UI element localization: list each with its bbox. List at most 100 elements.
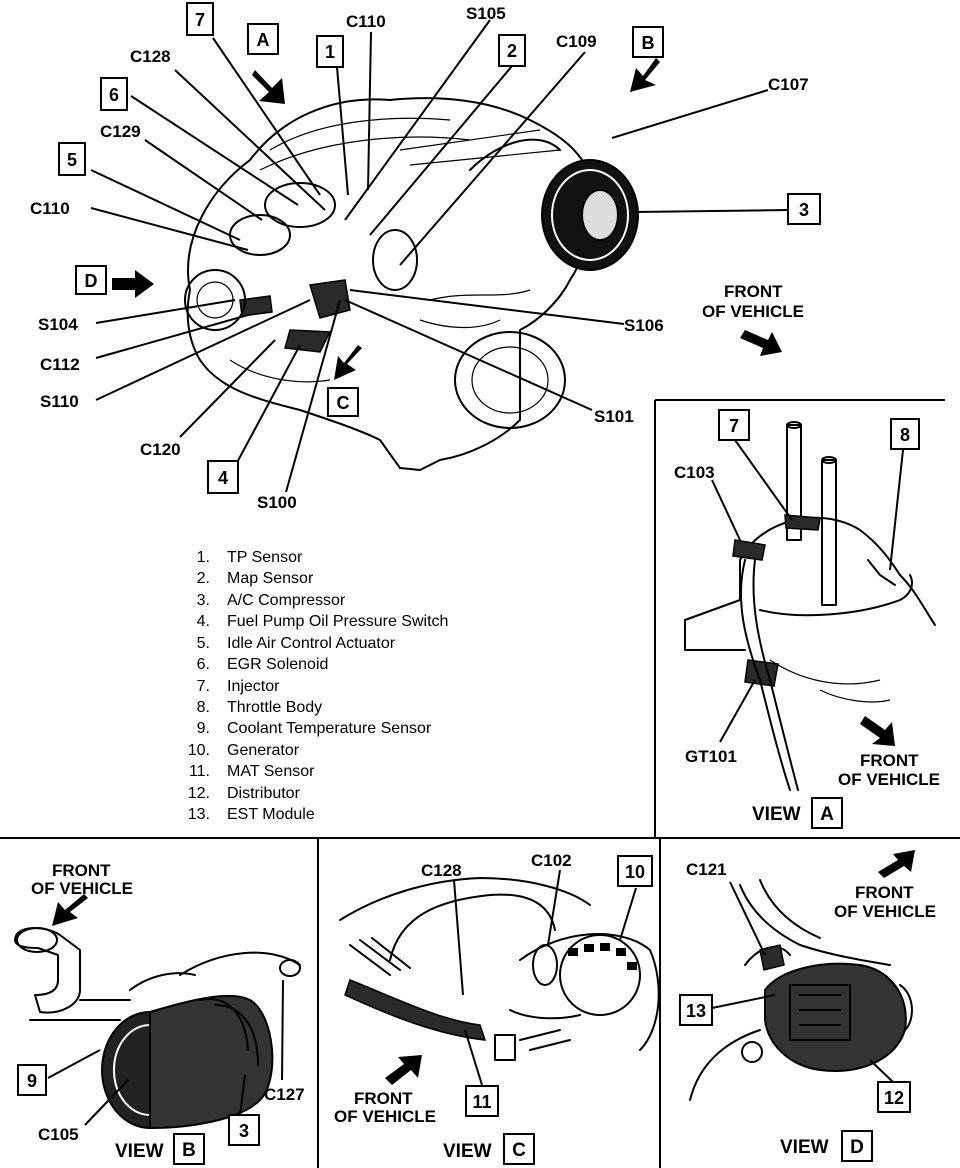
- legend-text: EST Module: [227, 806, 315, 823]
- legend-num: 11.: [189, 763, 210, 780]
- legend-num: 10.: [188, 742, 210, 759]
- view-a-callout-c103: C103: [674, 463, 715, 482]
- view-a-callout-gt101: GT101: [685, 747, 737, 766]
- callout-s104: S104: [38, 315, 78, 334]
- view-a-arrow-icon: [252, 70, 285, 104]
- legend-text: Idle Air Control Actuator: [227, 635, 396, 652]
- legend-num: 12.: [188, 785, 210, 802]
- callout-s110: S110: [40, 392, 79, 411]
- callout-s105: S105: [466, 4, 506, 23]
- view-b-front-line1: FRONT: [52, 861, 111, 880]
- view-d-callout-c121: C121: [686, 860, 727, 879]
- view-a-caption-letter: A: [820, 804, 834, 825]
- view-d-front-line1: FRONT: [855, 883, 914, 902]
- main-callouts: C110 S105 C128 C109 C107 C129 C110 S104 …: [30, 4, 809, 512]
- callout-c129: C129: [100, 122, 141, 141]
- view-b-front-arrow-icon: [52, 894, 88, 926]
- legend-num: 2.: [197, 570, 210, 587]
- view-c-front-line2: OF VEHICLE: [334, 1107, 436, 1126]
- view-d-caption-letter: D: [850, 1137, 864, 1158]
- legend-num: 5.: [197, 635, 210, 652]
- legend-num: 1.: [197, 549, 210, 566]
- view-a-front-line2: OF VEHICLE: [838, 770, 940, 789]
- legend-text: Fuel Pump Oil Pressure Switch: [227, 613, 448, 630]
- view-a-box-7: 7: [729, 416, 739, 436]
- view-c-caption-letter: C: [512, 1140, 526, 1161]
- view-b-box-9: 9: [27, 1071, 37, 1091]
- legend-text: MAT Sensor: [227, 763, 315, 780]
- legend-num: 6.: [197, 656, 210, 673]
- view-c-front-line1: FRONT: [354, 1089, 413, 1108]
- view-d-front-line2: OF VEHICLE: [834, 902, 936, 921]
- view-d-arrow-icon: [112, 270, 154, 298]
- view-d-front-arrow-icon: [878, 850, 915, 878]
- main-leader-lines: [90, 19, 789, 493]
- view-c-panel: C128 C102 10 11 FRONT OF VEHICLE VIEW C: [334, 851, 660, 1165]
- box-7: 7: [195, 10, 205, 30]
- legend-text: Injector: [227, 678, 280, 695]
- view-d-box-13: 13: [686, 1001, 706, 1021]
- box-2: 2: [507, 41, 517, 61]
- view-c-callout-c102: C102: [531, 851, 572, 870]
- panel-borders: [0, 399, 960, 1168]
- view-c-caption-word: VIEW: [443, 1141, 492, 1162]
- view-c-box-10: 10: [625, 862, 645, 882]
- box-4: 4: [218, 468, 228, 488]
- legend-text: TP Sensor: [227, 549, 303, 566]
- view-box-d: D: [85, 271, 98, 291]
- view-box-a: A: [257, 30, 270, 50]
- view-d-panel: C121 FRONT OF VEHICLE 13 12 VIEW D: [679, 850, 936, 1162]
- view-c-callout-c128: C128: [421, 861, 462, 880]
- view-a-caption-word: VIEW: [752, 804, 801, 825]
- view-box-c: C: [337, 393, 350, 413]
- box-1: 1: [325, 42, 335, 62]
- legend-num: 8.: [197, 699, 210, 716]
- front-of-vehicle-arrow-icon: [740, 330, 782, 356]
- legend: 1. TP Sensor 2. Map Sensor 3. A/C Compre…: [188, 549, 449, 823]
- legend-text: Coolant Temperature Sensor: [227, 720, 432, 737]
- view-a-box-8: 8: [900, 425, 910, 445]
- legend-num: 13.: [188, 806, 210, 823]
- box-3: 3: [799, 200, 809, 220]
- callout-c107: C107: [768, 75, 809, 94]
- view-b-arrow-icon: [630, 58, 660, 92]
- view-c-front-arrow-icon: [385, 1055, 422, 1085]
- callout-c110-top: C110: [346, 12, 386, 31]
- view-a-panel: 7 8 C103 GT101 FRONT OF VEHICLE VIEW A: [674, 409, 940, 829]
- view-b-panel: FRONT OF VEHICLE 9 3 C105 C127 VIEW B: [14, 861, 305, 1165]
- view-b-caption-letter: B: [182, 1140, 196, 1161]
- view-c-arrow-icon: [334, 345, 362, 380]
- front-label-line1: FRONT: [724, 282, 783, 301]
- callout-c109: C109: [556, 32, 597, 51]
- main-number-boxes: 7 1 2 6 5 3 4 A B D C FRONT OF VEHICLE: [58, 2, 821, 494]
- callout-c120: C120: [140, 440, 181, 459]
- legend-text: A/C Compressor: [227, 592, 346, 609]
- view-a-front-line1: FRONT: [860, 751, 919, 770]
- legend-num: 7.: [197, 678, 210, 695]
- legend-num: 3.: [197, 592, 210, 609]
- view-b-callout-c105: C105: [38, 1125, 79, 1144]
- engine-illustration: [112, 58, 782, 471]
- callout-s100: S100: [257, 493, 297, 512]
- view-d-caption-word: VIEW: [780, 1137, 829, 1158]
- view-c-box-11: 11: [472, 1092, 491, 1112]
- callout-c112: C112: [40, 355, 80, 374]
- view-b-box-3: 3: [239, 1121, 249, 1141]
- legend-text: Map Sensor: [227, 570, 314, 587]
- legend-num: 9.: [197, 720, 210, 737]
- front-label-line2: OF VEHICLE: [702, 302, 804, 321]
- legend-text: Generator: [227, 742, 300, 759]
- box-5: 5: [67, 150, 77, 170]
- view-b-callout-c127: C127: [264, 1085, 305, 1104]
- legend-text: Distributor: [227, 785, 301, 802]
- view-b-caption-word: VIEW: [115, 1141, 164, 1162]
- view-a-front-arrow-icon: [860, 716, 895, 746]
- legend-text: EGR Solenoid: [227, 656, 328, 673]
- legend-num: 4.: [197, 613, 210, 630]
- view-d-box-12: 12: [884, 1088, 904, 1108]
- callout-s106: S106: [624, 316, 664, 335]
- callout-c128: C128: [130, 47, 171, 66]
- callout-c110-left: C110: [30, 199, 70, 218]
- view-box-b: B: [642, 33, 655, 53]
